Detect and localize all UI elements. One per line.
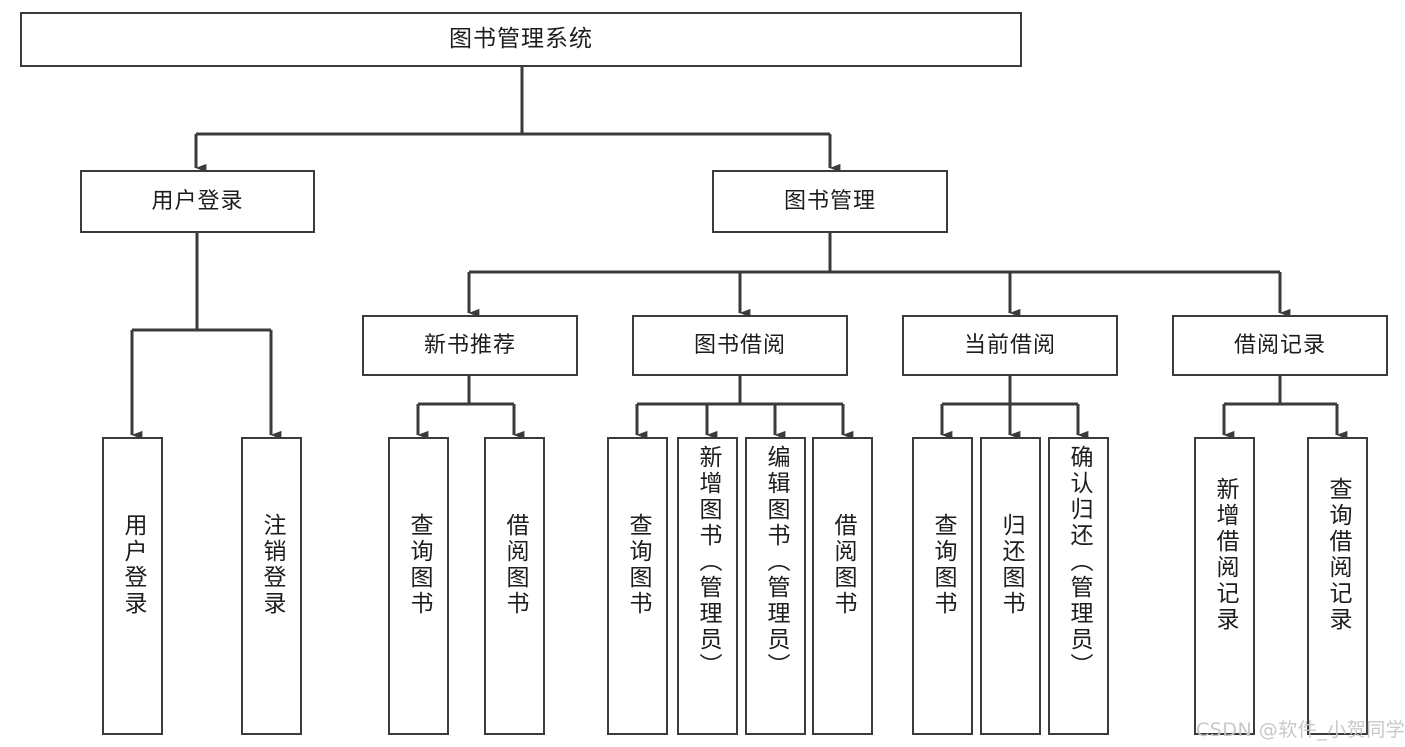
node-label: 借阅图书 [502,513,528,617]
node-current-borrow[interactable]: 当前借阅 [902,315,1118,376]
node-leaf-borrow-book-2[interactable]: 借阅图书 [812,437,873,735]
node-book-management[interactable]: 图书管理 [712,170,948,233]
node-label: 查询借阅记录 [1325,477,1351,633]
node-leaf-return-book[interactable]: 归还图书 [980,437,1041,735]
node-leaf-confirm-return-admin[interactable]: 确认归还（管理员） [1048,437,1109,735]
node-label: 图书管理系统 [449,26,593,53]
node-leaf-borrow-book-1[interactable]: 借阅图书 [484,437,545,735]
node-label: 查询图书 [625,513,651,617]
node-label: 归还图书 [998,513,1024,617]
node-label: 当前借阅 [963,332,1056,358]
node-leaf-add-borrow-record[interactable]: 新增借阅记录 [1194,437,1255,735]
node-label: 用户登录 [151,188,244,214]
node-leaf-query-borrow-record[interactable]: 查询借阅记录 [1307,437,1368,735]
node-label: 新增图书（管理员） [695,445,721,679]
node-new-book-recommend[interactable]: 新书推荐 [362,315,578,376]
node-root-system[interactable]: 图书管理系统 [20,12,1022,67]
node-borrow-record[interactable]: 借阅记录 [1172,315,1388,376]
node-leaf-query-book-3[interactable]: 查询图书 [912,437,973,735]
node-label: 图书管理 [783,188,876,214]
node-label: 查询图书 [406,513,432,617]
node-leaf-edit-book-admin[interactable]: 编辑图书（管理员） [745,437,806,735]
node-user-login[interactable]: 用户登录 [80,170,315,233]
csdn-watermark: CSDN @软件_小贺同学 [1196,719,1405,741]
node-label: 图书借阅 [693,332,786,358]
node-leaf-logout-login[interactable]: 注销登录 [241,437,302,735]
node-leaf-query-book-1[interactable]: 查询图书 [388,437,449,735]
node-leaf-user-login[interactable]: 用户登录 [102,437,163,735]
node-label: 新书推荐 [423,332,516,358]
node-book-borrow[interactable]: 图书借阅 [632,315,848,376]
node-leaf-add-book-admin[interactable]: 新增图书（管理员） [677,437,738,735]
node-label: 新增借阅记录 [1212,477,1238,633]
node-label: 借阅记录 [1233,332,1326,358]
node-leaf-query-book-2[interactable]: 查询图书 [607,437,668,735]
node-label: 编辑图书（管理员） [763,445,789,679]
node-label: 确认归还（管理员） [1066,445,1092,679]
node-label: 查询图书 [930,513,956,617]
node-label: 借阅图书 [830,513,856,617]
node-label: 用户登录 [120,513,146,617]
node-label: 注销登录 [259,513,285,617]
